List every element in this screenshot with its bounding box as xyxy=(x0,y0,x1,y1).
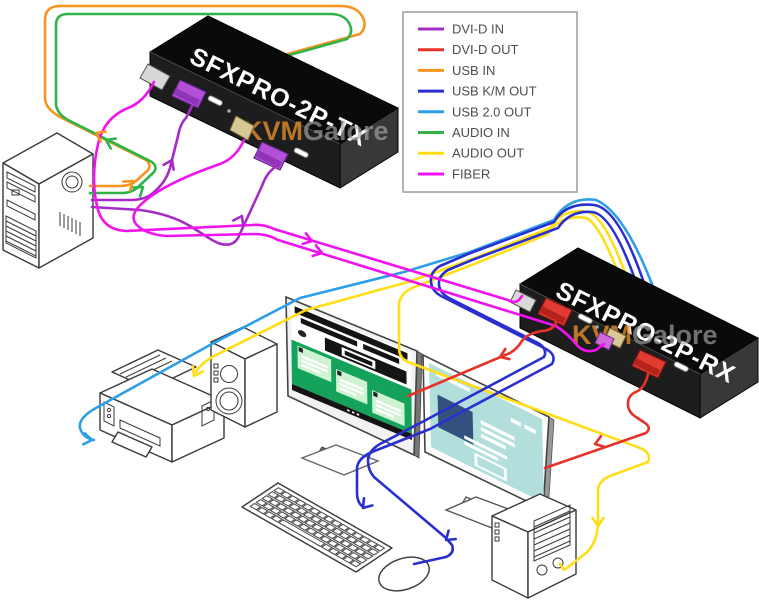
rx-port-oval-2 xyxy=(673,361,689,372)
left-speaker xyxy=(210,326,278,428)
rx-dvi-connector-2-band xyxy=(633,358,660,376)
legend-row: AUDIO OUT xyxy=(418,146,524,161)
tx-fiber-port-1 xyxy=(139,63,171,91)
usb-in-cable xyxy=(43,4,366,188)
keyboard xyxy=(242,483,392,572)
dvi-out-cable-1 xyxy=(406,320,558,398)
app-screen-content xyxy=(429,363,544,503)
rx-connectors xyxy=(509,289,689,379)
legend-row: USB 2.0 OUT xyxy=(418,104,532,119)
mouse xyxy=(378,556,430,592)
tx-fiber-port-2 xyxy=(229,115,255,141)
legend-label-audio-out: AUDIO OUT xyxy=(452,146,524,161)
web-card xyxy=(335,368,368,405)
source-computer xyxy=(2,132,94,269)
legend-row: DVI-D OUT xyxy=(418,42,519,57)
tx-unit: SFXPRO-2P-TX xyxy=(148,15,400,189)
legend-label-fiber: FIBER xyxy=(452,167,490,182)
tx-dvi-connector-1-band xyxy=(173,88,200,106)
flow-arrows xyxy=(82,130,606,542)
watermark-tx: KVMGalore xyxy=(243,116,389,146)
web-card xyxy=(372,390,405,427)
tx-led xyxy=(227,109,231,113)
legend-row: FIBER xyxy=(418,167,490,182)
tx-connectors xyxy=(139,63,309,171)
monitor-web xyxy=(285,295,423,476)
legend-label-audio-in: AUDIO IN xyxy=(452,125,510,140)
fiber-cable-1 xyxy=(92,80,524,304)
legend-box xyxy=(402,11,578,193)
dvi-in-cable-2 xyxy=(90,160,278,246)
rx-led xyxy=(595,325,599,329)
keyboard-keys xyxy=(250,488,384,567)
audio-out-cable-right xyxy=(397,216,651,572)
legend-label-dvi-out: DVI-D OUT xyxy=(452,42,519,57)
legend: DVI-D IN DVI-D OUT USB IN USB K/M OUT US… xyxy=(402,11,578,193)
legend-row: USB K/M OUT xyxy=(418,84,537,99)
audio-out-cable-left xyxy=(194,210,636,374)
web-card xyxy=(297,345,332,383)
legend-row: DVI-D IN xyxy=(418,22,504,37)
tx-port-oval-1 xyxy=(207,95,223,106)
legend-row: USB IN xyxy=(418,63,495,78)
legend-row: AUDIO IN xyxy=(418,125,510,140)
legend-label-usb-km-out: USB K/M OUT xyxy=(452,84,537,99)
rx-fiber-port-2 xyxy=(594,331,615,351)
legend-label-usb20-out: USB 2.0 OUT xyxy=(452,104,532,119)
fiber-cable-2 xyxy=(132,138,606,353)
dvi-in-cable-1 xyxy=(90,104,194,202)
remote-speaker-unit xyxy=(491,493,577,599)
rx-fiber-port-1 xyxy=(509,289,537,313)
web-screen-content xyxy=(291,303,413,441)
usb20-out-cable xyxy=(78,198,657,442)
usb-km-cable-mouse xyxy=(366,210,643,566)
printer xyxy=(99,349,225,463)
rx-dvi-connector-1-band xyxy=(539,306,566,324)
dvi-out-cable-2 xyxy=(543,372,651,470)
watermark-rx: KVMGalore xyxy=(572,320,718,350)
legend-label-dvi-in: DVI-D IN xyxy=(452,22,504,37)
legend-label-usb-in: USB IN xyxy=(452,63,495,78)
tx-port-oval-2 xyxy=(293,147,309,158)
rx-port-oval-1 xyxy=(577,313,593,324)
